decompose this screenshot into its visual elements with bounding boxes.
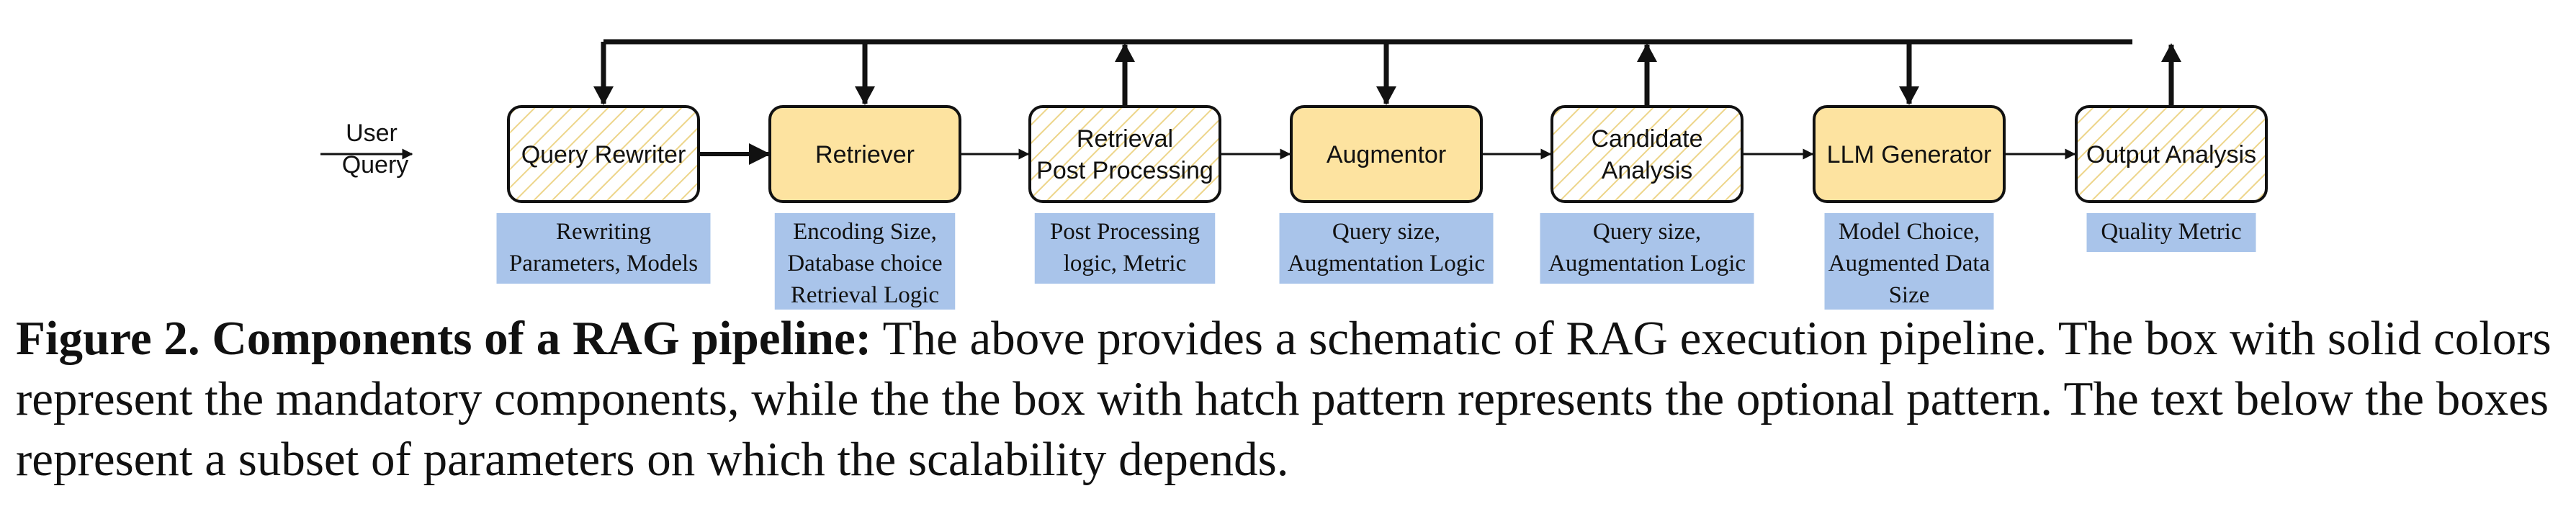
output-analysis-param-text: Quality Metric (2101, 219, 2241, 245)
output-analysis-params-bg (2086, 213, 2256, 252)
output-analysis-label: Output Analysis (2086, 141, 2256, 168)
query-rewriter-param-text: Rewriting (556, 219, 651, 245)
retrieval-post-processing-param-text: Post Processing (1050, 219, 1200, 245)
retriever-param-text: Retrieval Logic (791, 282, 939, 308)
user-query-input: User Query (320, 120, 413, 179)
retriever-param-text: Database choice (787, 251, 942, 276)
augmentor-rect (1290, 105, 1483, 203)
feedback-arrowhead (855, 86, 875, 105)
augmentor-box: Augmentor (1290, 105, 1483, 203)
feedback-arrowhead (1637, 43, 1657, 62)
query-rewriter-label: Query Rewriter (521, 141, 686, 168)
retriever-box: Retriever (768, 105, 961, 203)
output-analysis-rect (2075, 105, 2268, 203)
llm-generator-rect (1813, 105, 2006, 203)
llm-generator-param-text: Augmented Data (1828, 251, 1991, 276)
feedback-arrowhead (593, 86, 614, 105)
query-rewriter-param-text: Parameters, Models (509, 251, 698, 276)
llm-generator-box: LLM Generator (1813, 105, 2006, 203)
output-analysis-box: Output Analysis (2075, 105, 2268, 203)
augmentor-params: Query size, Augmentation Logic (1279, 213, 1494, 284)
retriever-rect (768, 105, 961, 203)
user-query-label-line1: User (346, 120, 398, 147)
augmentor-param-text: Augmentation Logic (1288, 251, 1485, 276)
retriever-params-bg (774, 213, 956, 310)
figure-caption: Figure 2. Components of a RAG pipeline: … (16, 308, 2562, 490)
feedback-arrowhead (2161, 43, 2181, 62)
retrieval-post-processing-rect (1028, 105, 1221, 203)
retriever-label: Retriever (815, 141, 915, 168)
retrieval-post-processing-label: Post Processing (1036, 157, 1213, 184)
llm-generator-params-bg (1824, 213, 1994, 310)
retrieval-post-processing-params-bg (1034, 213, 1216, 284)
augmentor-param-text: Query size, (1332, 219, 1440, 245)
retrieval-post-processing-param-text: logic, Metric (1064, 251, 1186, 276)
retrieval-post-processing-params: Post Processing logic, Metric (1034, 213, 1216, 284)
candidate-analysis-label: Candidate (1591, 125, 1702, 153)
llm-generator-param-text: Model Choice, (1839, 219, 1980, 245)
feedback-arrowhead (1115, 43, 1135, 62)
user-query-label-line2: Query (342, 151, 409, 179)
feedback-arrowhead (1899, 86, 1919, 105)
candidate-analysis-param-text: Query size, (1593, 219, 1701, 245)
augmentor-params-bg (1279, 213, 1494, 284)
feedback-arrowhead (1376, 86, 1396, 105)
candidate-analysis-param-text: Augmentation Logic (1548, 251, 1746, 276)
retriever-param-text: Encoding Size, (793, 219, 937, 245)
query-rewriter-box: Query Rewriter (507, 105, 700, 203)
augmentor-label: Augmentor (1327, 141, 1446, 168)
llm-generator-label: LLM Generator (1827, 141, 1992, 168)
llm-generator-param-text: Size (1889, 282, 1930, 308)
caption-title: Figure 2. Components of a RAG pipeline: (16, 312, 872, 365)
query-rewriter-rect (507, 105, 700, 203)
candidate-analysis-params: Query size, Augmentation Logic (1540, 213, 1754, 284)
query-rewriter-params-bg (496, 213, 711, 284)
output-analysis-params: Quality Metric (2086, 213, 2256, 252)
candidate-analysis-params-bg (1540, 213, 1754, 284)
candidate-analysis-label: Analysis (1602, 157, 1693, 184)
caption-text: The above provides a schematic of RAG ex… (16, 312, 2552, 486)
feedback-arrows (593, 42, 2181, 107)
candidate-analysis-rect (1550, 105, 1743, 203)
retrieval-post-processing-label: Retrieval (1077, 125, 1173, 153)
